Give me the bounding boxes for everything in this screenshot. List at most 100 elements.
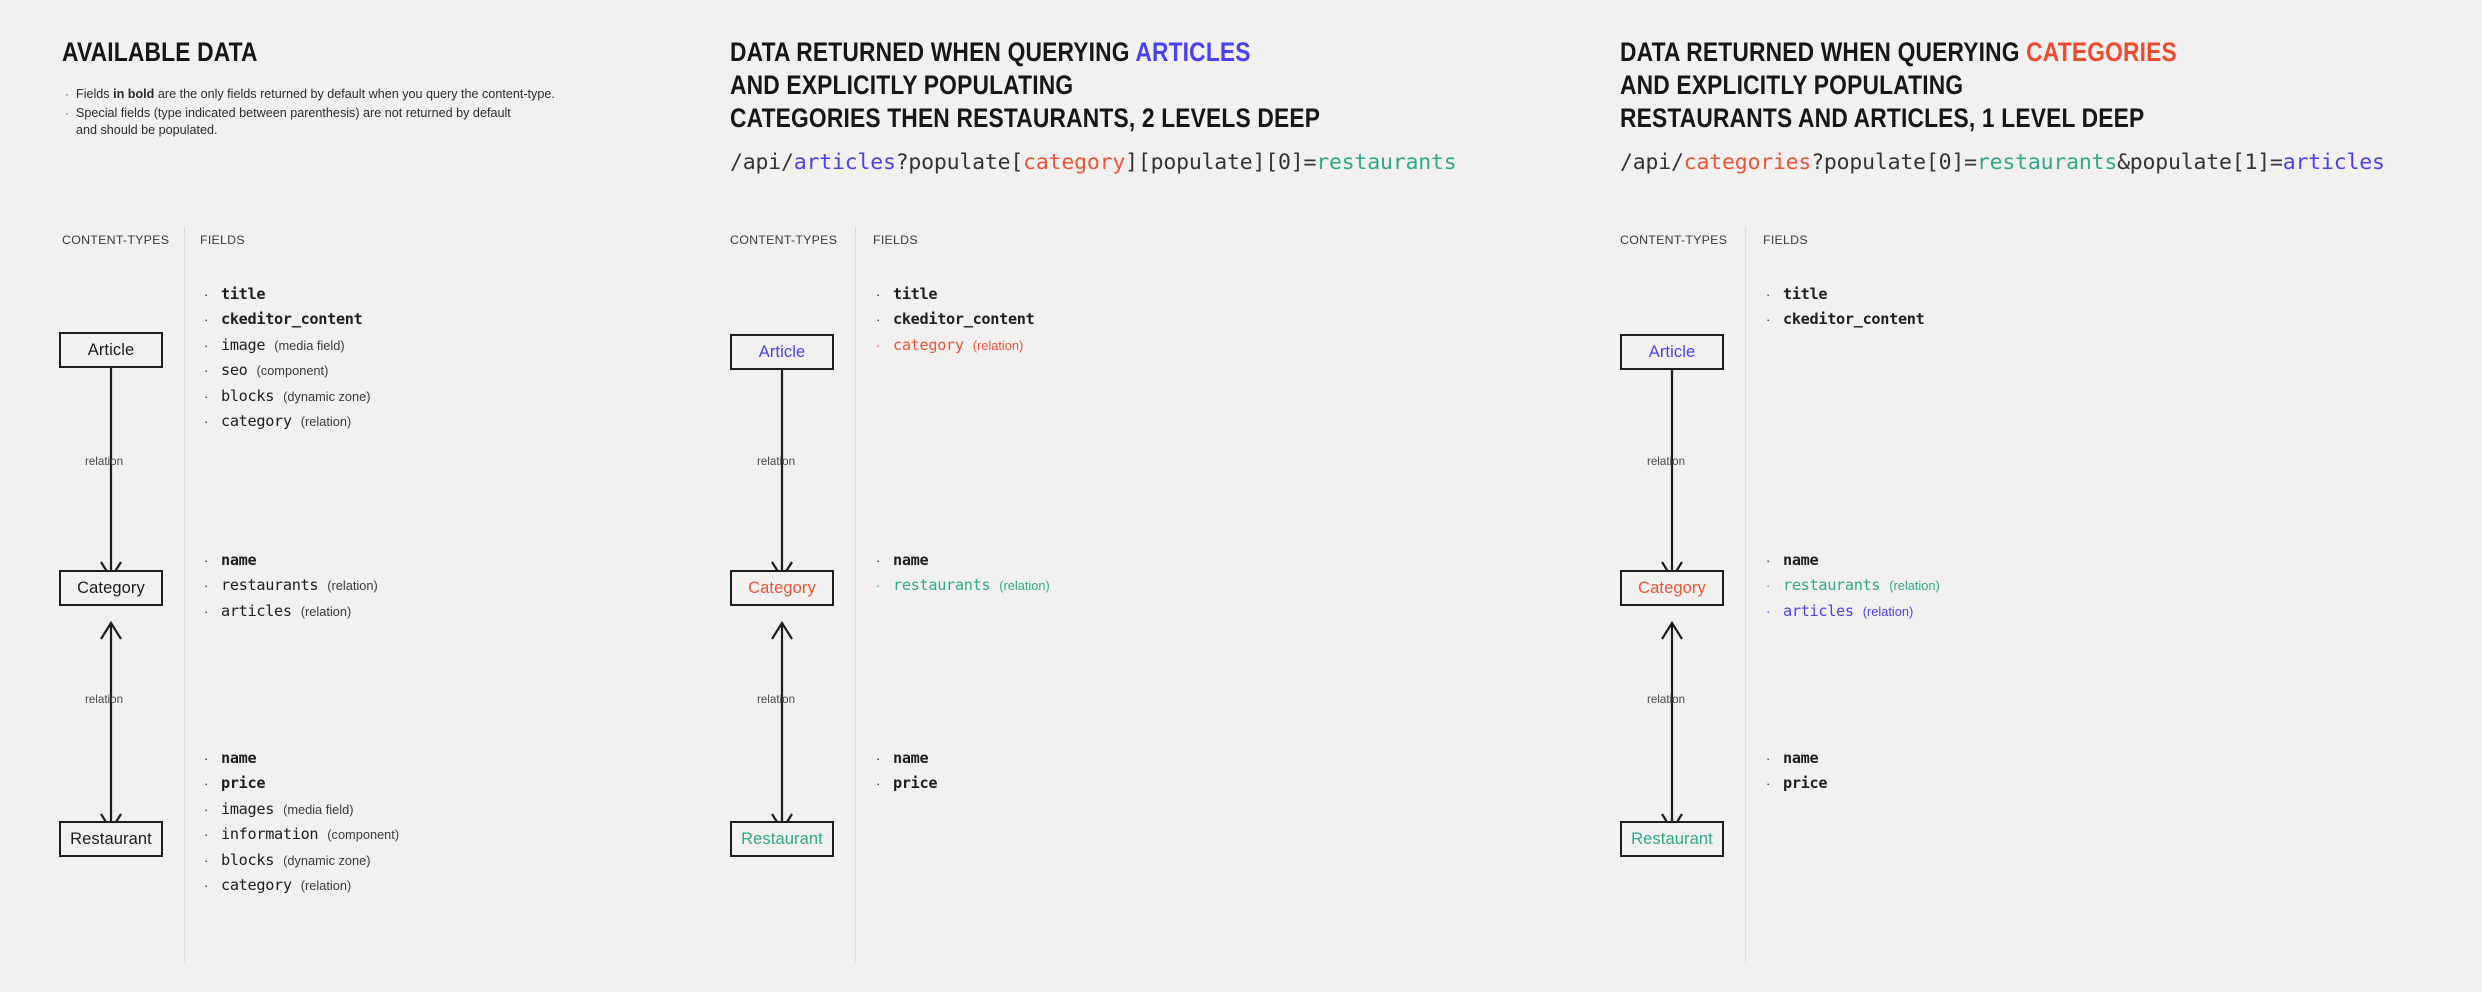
field-name: blocks	[221, 386, 275, 405]
field-name: restaurants	[893, 576, 991, 595]
title-accent: CATEGORIES	[2026, 37, 2177, 67]
panel-query-categories: DATA RETURNED WHEN QUERYING CATEGORIES A…	[1620, 0, 2482, 992]
fields-group-restaurant: ·name ·price ·images(media field) ·infor…	[204, 749, 399, 901]
bullet-icon: ·	[876, 337, 881, 353]
relation-arrows	[771, 340, 793, 833]
field-name: name	[893, 551, 929, 569]
node-article[interactable]: Article	[730, 334, 834, 370]
field-row: ·name	[1766, 551, 1940, 576]
relation-label: relation	[757, 693, 796, 706]
field-type: (relation)	[300, 877, 352, 893]
bullet-icon: ·	[204, 388, 209, 404]
field-row: ·title	[204, 285, 372, 310]
panel-title-line: CATEGORIES THEN RESTAURANTS, 2 LEVELS DE…	[730, 102, 1418, 135]
node-label: Article	[758, 342, 806, 361]
node-category[interactable]: Category	[1620, 570, 1724, 606]
field-name: price	[893, 774, 938, 793]
relation-label: relation	[757, 455, 796, 468]
field-name: title	[1783, 285, 1828, 303]
field-name: name	[1783, 551, 1819, 569]
api-endpoint: /api/categories?populate[0]=restaurants&…	[1620, 150, 2385, 175]
node-restaurant[interactable]: Restaurant	[59, 821, 163, 857]
bullet-icon: ·	[1766, 776, 1771, 792]
note-item: · Fields in bold are the only fields ret…	[62, 86, 702, 104]
api-segment: /api/	[730, 150, 794, 175]
panel-title-line: AVAILABLE DATA	[62, 36, 750, 69]
api-segment-category: category	[1023, 150, 1126, 175]
bullet-icon: ·	[876, 312, 881, 328]
field-row: · price	[204, 774, 399, 799]
fields-group-article: ·title ·ckeditor_content ·category(relat…	[876, 285, 1044, 361]
bullet-icon: ·	[1766, 751, 1771, 766]
bullet-icon: ·	[204, 751, 209, 766]
field-name: price	[221, 774, 266, 793]
field-row: · category (relation)	[876, 336, 1044, 361]
note-pre: Fields	[76, 87, 114, 101]
bullet-icon: ·	[204, 553, 209, 568]
field-row: ·name	[876, 551, 1050, 576]
field-row: ·name	[204, 749, 399, 774]
field-name: blocks	[221, 850, 275, 869]
field-name: price	[1783, 774, 1828, 793]
node-label: Category	[1638, 578, 1706, 597]
field-type: (dynamic zone)	[283, 388, 371, 404]
field-type: (relation)	[300, 603, 352, 619]
relation-label: relation	[85, 455, 124, 468]
bullet-icon: ·	[204, 776, 209, 792]
field-type: (dynamic zone)	[283, 852, 371, 868]
title-segment: CATEGORIES THEN RESTAURANTS, 2 LEVELS DE…	[730, 103, 1321, 133]
column-header-content-types: CONTENT-TYPES	[730, 233, 838, 247]
field-row: ·articles(relation)	[1766, 602, 1940, 627]
field-name: ckeditor_content	[221, 310, 363, 329]
field-name: category	[221, 411, 292, 430]
panel-title-line: RESTAURANTS AND ARTICLES, 1 LEVEL DEEP	[1620, 102, 2308, 135]
note-item: · Special fields (type indicated between…	[62, 105, 702, 140]
field-row: ·image(media field)	[204, 336, 372, 361]
field-row: ·information(component)	[204, 825, 399, 850]
title-segment: AVAILABLE DATA	[62, 37, 258, 67]
bullet-icon: ·	[1766, 287, 1771, 302]
node-restaurant[interactable]: Restaurant	[1620, 821, 1724, 857]
field-name: articles	[1783, 601, 1854, 620]
panel-query-articles: DATA RETURNED WHEN QUERYING ARTICLES AND…	[730, 0, 1620, 992]
bullet-icon: ·	[204, 603, 209, 619]
field-name: category	[893, 335, 964, 354]
column-header-fields: FIELDS	[200, 233, 245, 247]
column-divider	[184, 228, 185, 962]
node-label: Category	[77, 578, 145, 597]
node-category[interactable]: Category	[59, 570, 163, 606]
field-row: · ckeditor_content	[204, 310, 372, 335]
field-type: (relation)	[1889, 578, 1940, 594]
panel-title-line: AND EXPLICITLY POPULATING	[1620, 69, 2308, 102]
field-row: ·restaurants(relation)	[1766, 576, 1940, 601]
bullet-icon: ·	[204, 337, 209, 353]
fields-group-restaurant: ·name ·price	[1766, 749, 1836, 800]
field-row: ·name	[204, 551, 378, 576]
field-type: (component)	[256, 363, 329, 379]
bullet-icon: ·	[204, 312, 209, 328]
api-segment-restaurants: restaurants	[1316, 150, 1457, 175]
field-row: ·price	[876, 774, 946, 799]
relation-arrows	[1661, 340, 1683, 833]
bullet-icon: ·	[876, 578, 881, 594]
relation-label: relation	[1647, 455, 1686, 468]
title-segment: DATA RETURNED WHEN QUERYING	[1620, 37, 2027, 67]
field-name: title	[893, 285, 938, 303]
node-category[interactable]: Category	[730, 570, 834, 606]
api-endpoint: /api/articles?populate[category][populat…	[730, 150, 1457, 175]
node-article[interactable]: Article	[1620, 334, 1724, 370]
bullet-icon: ·	[1766, 312, 1771, 328]
fields-group-article: ·title ·ckeditor_content	[1766, 285, 1934, 336]
node-restaurant[interactable]: Restaurant	[730, 821, 834, 857]
bullet-icon: ·	[204, 801, 209, 817]
column-divider	[1745, 228, 1746, 962]
column-header-content-types: CONTENT-TYPES	[62, 233, 170, 247]
field-row: ·category(relation)	[204, 412, 372, 437]
notes-list: · Fields in bold are the only fields ret…	[62, 86, 702, 141]
field-row: · blocks (dynamic zone)	[204, 387, 372, 412]
title-segment: RESTAURANTS AND ARTICLES, 1 LEVEL DEEP	[1620, 103, 2145, 133]
field-type: (relation)	[972, 337, 1024, 353]
node-article[interactable]: Article	[59, 332, 163, 368]
field-row: ·blocks(dynamic zone)	[204, 851, 399, 876]
column-header-content-types: CONTENT-TYPES	[1620, 233, 1728, 247]
